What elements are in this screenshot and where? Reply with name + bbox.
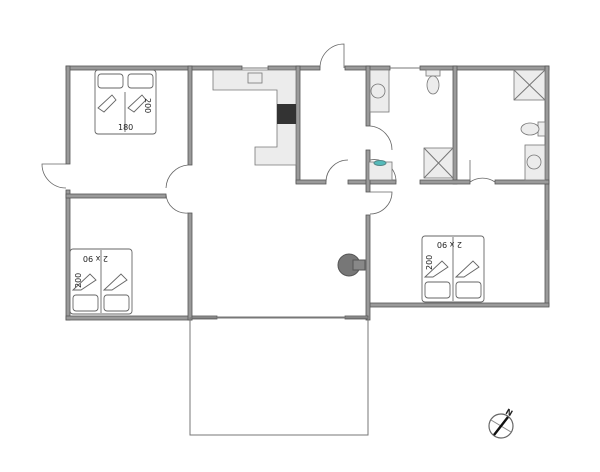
compass-icon: N <box>488 407 514 439</box>
kitchen-sink <box>247 72 263 84</box>
bed-length-label: 200 <box>425 255 434 270</box>
bed-size-label: 2 x 90 <box>83 254 108 263</box>
sink <box>526 154 542 170</box>
bed-length-label: 200 <box>143 98 152 113</box>
doors <box>41 43 496 215</box>
twin-beds-right: 2 x 90 200 <box>421 235 485 303</box>
bed-size-label: 2 x 90 <box>437 240 462 249</box>
walls <box>65 65 550 321</box>
toilet <box>426 75 440 95</box>
kitchen-counter <box>212 69 297 166</box>
toilet <box>520 122 540 136</box>
bathroom-fixtures <box>368 69 546 181</box>
bed-length-label: 200 <box>74 273 83 288</box>
compass-north-label: N <box>504 407 514 418</box>
bed-width-label: 180 <box>118 123 133 132</box>
stove <box>277 104 296 124</box>
fireplace <box>337 253 366 277</box>
sink <box>370 83 386 99</box>
windows <box>217 67 548 318</box>
twin-beds-left: 2 x 90 200 <box>69 248 133 315</box>
terrace-outline <box>189 317 369 436</box>
double-bed: 180 200 <box>94 69 157 135</box>
